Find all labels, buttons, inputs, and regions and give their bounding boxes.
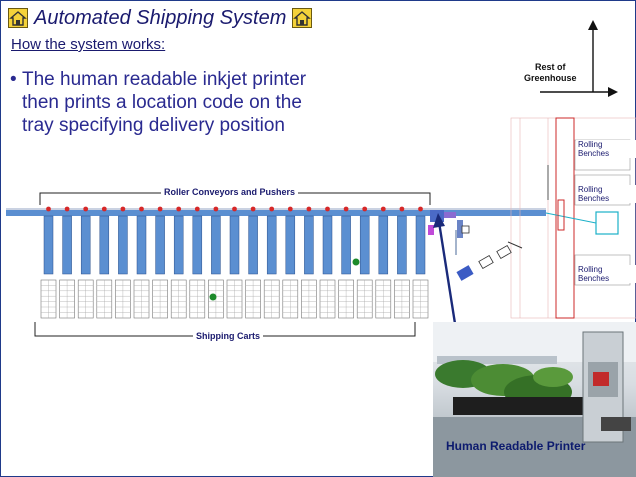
title-text: Automated Shipping System: [34, 6, 287, 29]
slide-title: Automated Shipping System: [8, 6, 313, 30]
pusher: [250, 206, 256, 212]
pusher: [362, 206, 368, 212]
greenhouse-logo-icon: [292, 8, 313, 28]
roller-conveyor-lane: [136, 215, 147, 275]
roller-conveyor-lane: [211, 215, 221, 275]
pusher: [399, 206, 405, 212]
pusher: [194, 206, 200, 212]
bullet-text: The human readable inkjet printer then p…: [22, 69, 307, 136]
roller-conveyor-lane: [397, 215, 407, 275]
pusher: [306, 206, 312, 212]
roller-conveyor-lane: [80, 215, 91, 275]
rest-of-greenhouse-label: Rest of Greenhouse: [524, 62, 577, 84]
roller-conveyor-lane: [43, 215, 54, 275]
pusher: [64, 206, 70, 212]
roller-conveyor-lane: [266, 215, 277, 275]
pusher: [176, 206, 182, 212]
roller-conveyor-lane: [118, 215, 128, 275]
roller-conveyor-lane: [155, 215, 165, 275]
pusher: [287, 206, 293, 212]
pusher: [343, 206, 349, 212]
pusher: [46, 206, 51, 212]
roller-conveyor-lane: [304, 215, 314, 275]
pusher: [232, 206, 237, 212]
roller-conveyor-lane: [248, 215, 258, 275]
printer-label: Human Readable Printer: [446, 439, 586, 453]
pusher: [380, 206, 386, 212]
roller-conveyor-lane: [359, 215, 370, 275]
roller-conveyor-lane: [99, 215, 110, 275]
printer-photo-art: [433, 322, 636, 477]
greenhouse-logo-icon: [8, 8, 28, 28]
green-marker: [352, 258, 360, 266]
pusher: [213, 206, 219, 212]
roller-conveyor-lane: [378, 215, 389, 275]
rolling-benches-label: Rolling Benches: [576, 140, 636, 158]
carts-label: Shipping Carts: [193, 331, 264, 341]
roller-conveyor-lane: [192, 215, 203, 275]
pusher: [418, 206, 423, 212]
greenhouse-layout: [510, 117, 636, 319]
pusher: [139, 206, 144, 212]
roller-conveyor-lane: [415, 215, 426, 275]
bullet-icon: •: [10, 69, 17, 90]
pusher: [325, 206, 330, 212]
roller-conveyor-lane: [229, 215, 240, 275]
printer-pointer-head: [433, 213, 445, 228]
pusher: [101, 206, 107, 212]
pusher: [120, 206, 126, 212]
pusher: [83, 206, 89, 212]
printer-station: [428, 210, 523, 281]
bullet-point: • The human readable inkjet printer then…: [10, 68, 312, 137]
printer-photo: [433, 322, 636, 477]
rolling-benches-label: Rolling Benches: [576, 185, 636, 203]
section-heading: How the system works:: [11, 36, 166, 53]
main-conveyor: [6, 210, 546, 216]
arrow-head-up: [588, 20, 598, 30]
rest-label-line2: Greenhouse: [524, 73, 577, 83]
arrow-head-right: [608, 87, 618, 97]
roller-conveyor-lane: [285, 215, 296, 275]
rest-label-line1: Rest of: [535, 62, 566, 72]
roller-conveyor-lane: [322, 215, 333, 275]
rolling-benches-label: Rolling Benches: [576, 265, 636, 283]
conveyor-label: Roller Conveyors and Pushers: [161, 187, 299, 197]
pusher: [157, 206, 163, 212]
roller-conveyor-lane: [62, 215, 72, 275]
roller-conveyor-lane: [173, 215, 184, 275]
pusher: [269, 206, 275, 212]
roller-conveyor-lane: [341, 215, 351, 275]
green-marker: [209, 293, 217, 301]
